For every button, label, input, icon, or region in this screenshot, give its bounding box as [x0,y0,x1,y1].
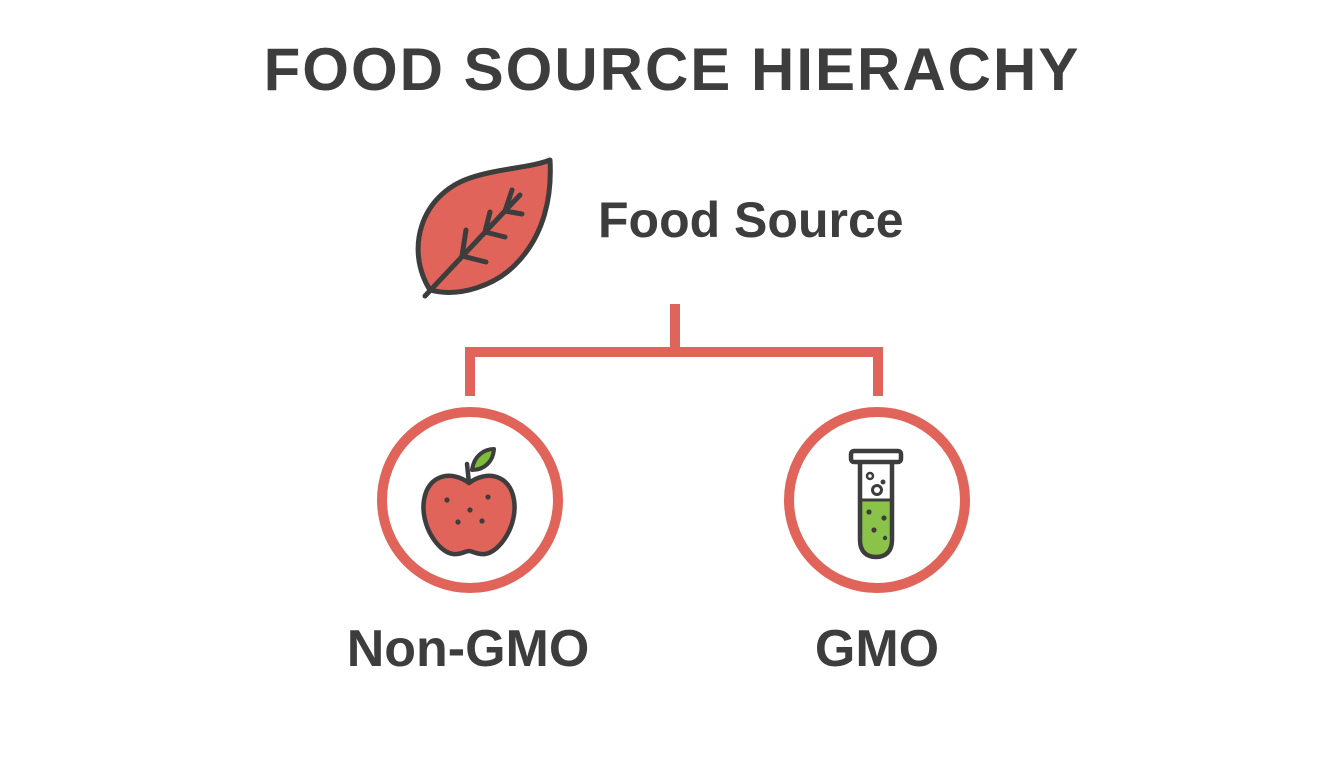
leaf-icon [415,157,553,299]
root-node-label: Food Source [598,192,904,248]
gmo-node-label: GMO [814,620,940,678]
page-title: FOOD SOURCE HIERACHY [263,36,1081,103]
non-gmo-node-label: Non-GMO [346,620,590,678]
test-tube-icon [848,448,904,560]
tree-connector [465,304,883,396]
apple-icon [421,447,517,557]
